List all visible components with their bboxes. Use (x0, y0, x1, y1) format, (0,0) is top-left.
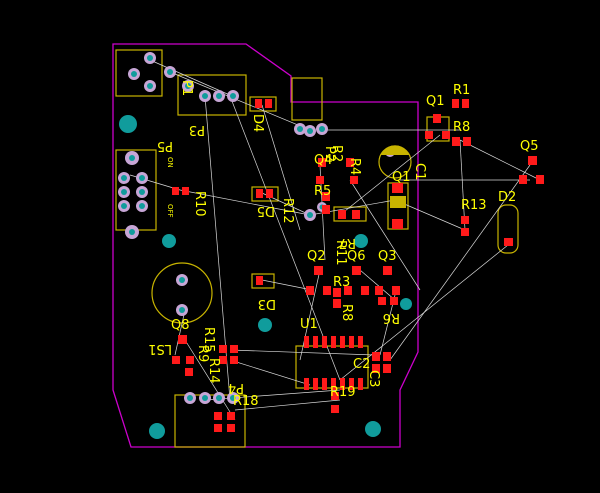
mounting-hole (365, 421, 381, 437)
label-r7: R7 (339, 235, 356, 250)
label-r8-top: R8 (453, 120, 470, 135)
mounting-holes (119, 115, 412, 439)
label-r6: R6 (383, 310, 400, 325)
label-d4: D4 (250, 114, 265, 132)
label-r2: R2 (329, 145, 344, 162)
c1-polarity-mark (381, 145, 409, 155)
label-c1: C1 (412, 163, 427, 180)
label-r9: R9 (195, 345, 210, 362)
label-r5: R5 (314, 184, 331, 199)
label-r3: R3 (333, 275, 350, 290)
d4-outline (249, 96, 277, 112)
label-r14: R14 (206, 358, 221, 384)
label-r15: R15 (201, 327, 216, 353)
label-p2: P2 (322, 146, 337, 162)
label-u1: U1 (300, 317, 318, 332)
label-q5: Q5 (520, 139, 539, 154)
label-q2: Q2 (307, 249, 326, 264)
label-q3: Q3 (378, 249, 397, 264)
smd-pads (172, 99, 544, 432)
label-r11: R11 (333, 240, 348, 266)
board-outline (112, 43, 419, 448)
mounting-hole (119, 115, 137, 133)
label-c2: C2 (353, 357, 370, 372)
mounting-hole (354, 234, 368, 248)
reference-labels: R1 Q1 R8 Q5 D2 R13 Q4 Q1 R5 Q2 Q6 Q3 R3 … (148, 80, 538, 409)
label-q6: Q6 (347, 249, 366, 264)
mounting-hole (400, 298, 412, 310)
mounting-hole (149, 423, 165, 439)
label-q8: Q8 (171, 318, 190, 333)
label-d3: D3 (258, 296, 276, 311)
label-p5: P5 (157, 138, 173, 153)
label-p3: P3 (189, 122, 205, 137)
p2-outline (291, 77, 323, 121)
label-off: OFF (166, 204, 174, 218)
mounting-hole (162, 234, 176, 248)
d3-outline (251, 273, 275, 289)
label-r18: R18 (233, 394, 259, 409)
label-r10: R10 (192, 191, 207, 217)
label-q4: Q4 (314, 153, 333, 168)
label-p4: P4 (228, 380, 244, 395)
label-r13: R13 (461, 198, 487, 213)
p3-outline (177, 74, 247, 116)
label-q1-top: Q1 (426, 94, 445, 109)
label-d2: D2 (498, 190, 516, 205)
label-r12: R12 (280, 198, 295, 224)
d2-outline (497, 204, 519, 254)
mounting-hole (258, 318, 272, 332)
label-ls1: LS1 (148, 341, 172, 356)
label-r19: R19 (330, 385, 356, 400)
label-r1: R1 (453, 83, 470, 98)
label-d5: D5 (257, 203, 275, 218)
label-r4: R4 (347, 158, 362, 175)
label-c3: C3 (366, 370, 381, 387)
label-on: ON (166, 157, 174, 168)
label-p1: P1 (179, 80, 194, 96)
connector-outline (115, 49, 163, 97)
label-r8-low: R8 (339, 304, 354, 321)
label-q1-mid: Q1 (392, 170, 411, 185)
